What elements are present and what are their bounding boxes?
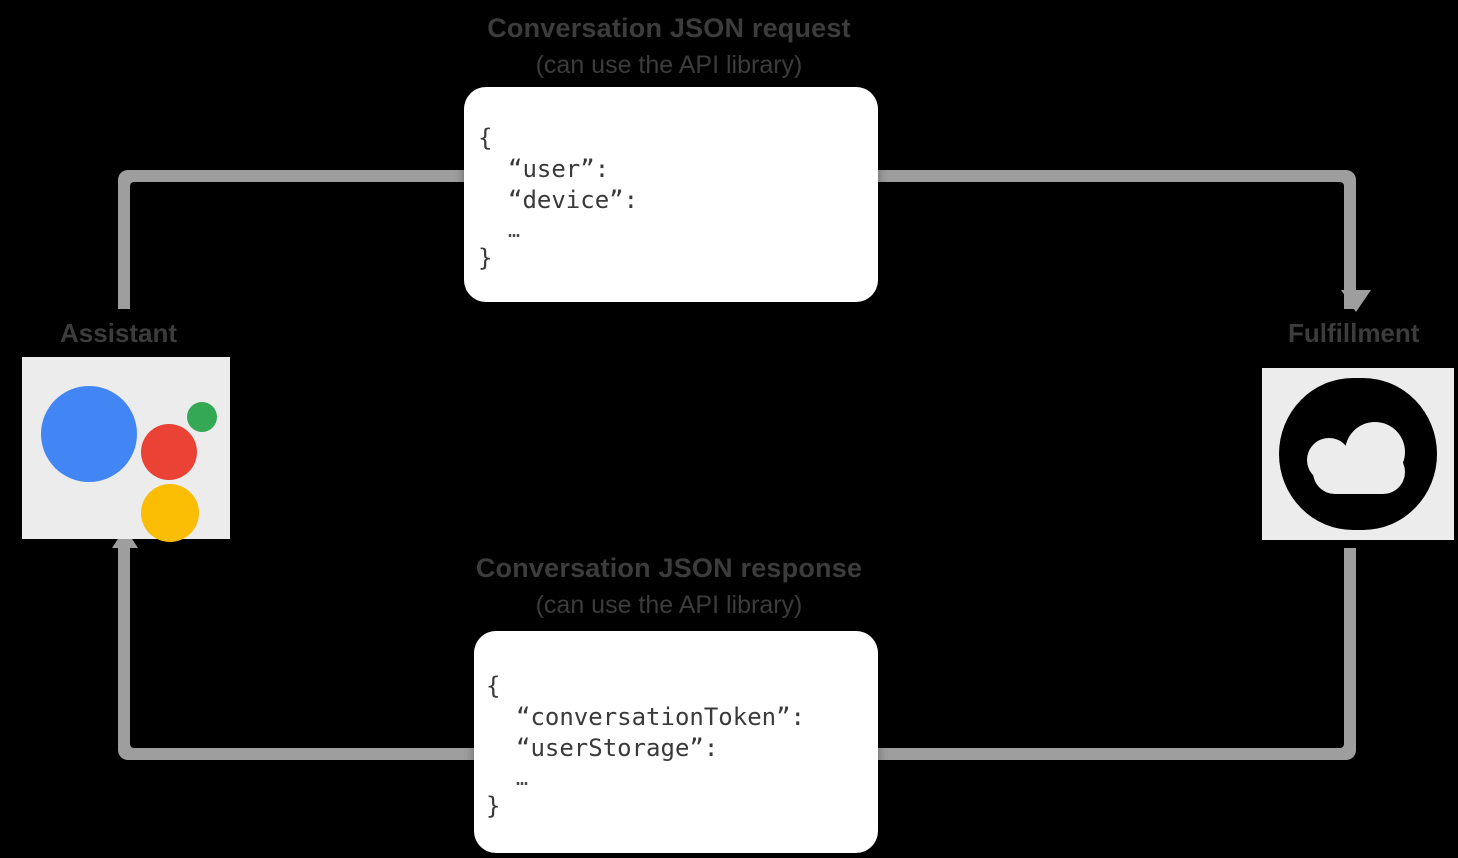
- response-json-card: { “conversationToken”: “userStorage”: … …: [474, 631, 878, 853]
- json-line: …: [516, 765, 529, 790]
- response-flow-subtitle: (can use the API library): [535, 590, 803, 619]
- assistant-node-caption: Assistant: [60, 318, 178, 348]
- request-json-card: { “user”: “device”: … }: [464, 87, 878, 302]
- request-flow-subtitle: (can use the API library): [535, 50, 803, 79]
- json-line: }: [486, 791, 501, 820]
- assistant-dot-yellow-icon: [141, 484, 199, 542]
- json-line: “userStorage”:: [516, 734, 719, 763]
- cloud-icon: [1273, 378, 1443, 530]
- down-arrow-icon: [1341, 290, 1371, 312]
- request-flow-label: Conversation JSON request (can use the A…: [329, 12, 1009, 81]
- json-line: “conversationToken”:: [516, 703, 805, 732]
- request-flow-title: Conversation JSON request: [487, 13, 851, 43]
- fulfillment-node: [1262, 368, 1454, 540]
- google-assistant-logo-icon: [41, 368, 217, 542]
- assistant-dot-red-icon: [141, 424, 197, 480]
- assistant-node: [22, 357, 230, 542]
- json-line: }: [478, 243, 493, 272]
- assistant-dot-blue-icon: [41, 386, 137, 482]
- json-line: …: [508, 217, 521, 242]
- assistant-dot-green-icon: [187, 402, 217, 432]
- json-line: “user”:: [508, 155, 610, 184]
- json-line: {: [478, 124, 493, 152]
- fulfillment-node-caption: Fulfillment: [1288, 318, 1420, 348]
- cloud-body-shape: [1313, 450, 1405, 494]
- response-flow-label: Conversation JSON response (can use the …: [329, 552, 1009, 621]
- json-line: {: [486, 672, 501, 700]
- json-line: “device”:: [508, 186, 639, 215]
- response-flow-title: Conversation JSON response: [475, 553, 863, 583]
